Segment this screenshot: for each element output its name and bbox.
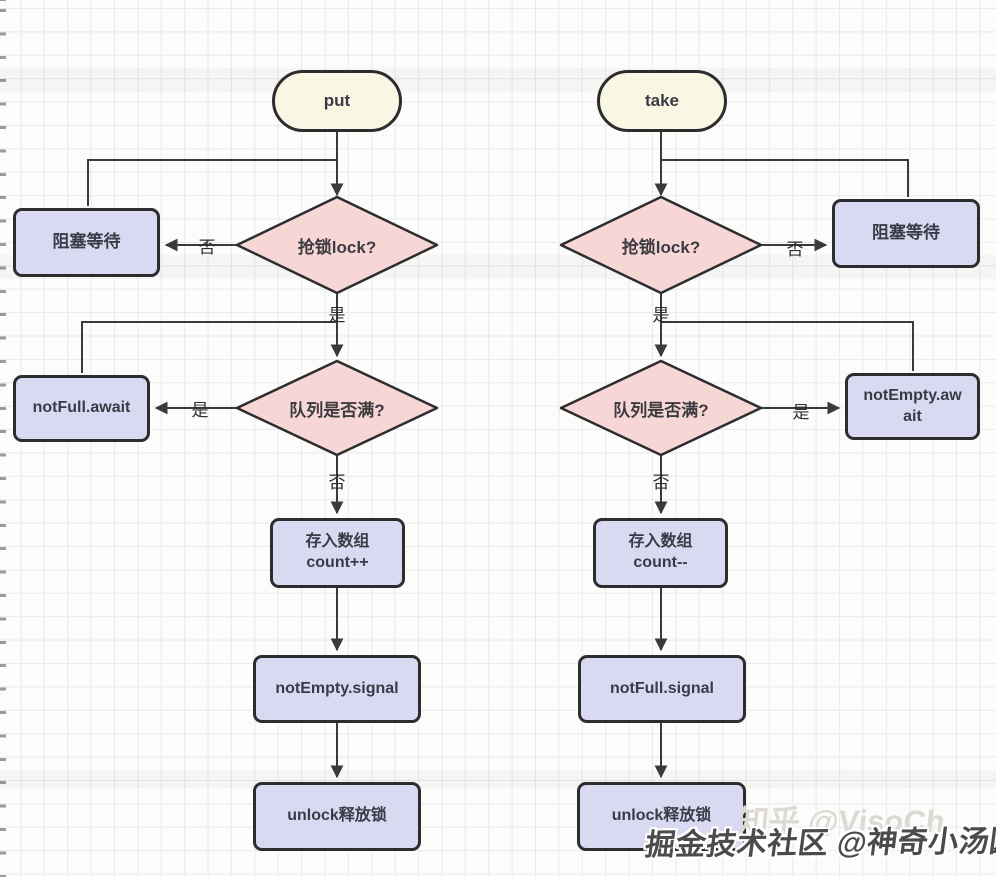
process-node-put-unlock-label: unlock释放锁	[287, 807, 387, 825]
decision-label-take-lock: 抢锁lock?	[621, 237, 701, 257]
decision-diamond-take-lock	[559, 195, 763, 295]
process-node-take-unlock: unlock释放锁	[577, 782, 746, 851]
process-node-take-await: notEmpty.await	[845, 373, 980, 440]
process-node-put-await-label: notFull.await	[32, 399, 131, 417]
edge-label-put-lock-yes: 是	[328, 305, 346, 325]
process-node-take-signal: notFull.signal	[578, 655, 746, 723]
edge-take-await-loopback	[661, 321, 914, 371]
scan-band	[0, 770, 996, 788]
edge-label-put-lock-no: 否	[198, 237, 216, 257]
start-node-put-label: put	[323, 90, 351, 110]
process-node-put-block-wait: 阻塞等待	[13, 208, 160, 277]
process-node-put-await: notFull.await	[13, 375, 150, 442]
watermark-juejin: 掘金技术社区 @神奇小汤圆	[643, 825, 996, 862]
process-node-put-store: 存入数组 count++	[270, 518, 405, 588]
process-node-take-store: 存入数组 count--	[593, 518, 728, 588]
start-node-take-label: take	[644, 90, 680, 110]
edge-label-take-full-no: 否	[652, 472, 670, 492]
decision-diamond-put-lock	[235, 195, 439, 295]
start-node-put: put	[272, 70, 402, 132]
scan-band	[0, 255, 996, 279]
decision-label-put-lock: 抢锁lock?	[297, 237, 377, 257]
start-node-take: take	[597, 70, 727, 132]
scan-band	[0, 68, 996, 92]
process-node-take-store-line2: count--	[633, 554, 688, 571]
process-node-take-store-line1: 存入数组	[628, 533, 693, 551]
process-node-take-await-label: notEmpty.await	[863, 386, 962, 425]
decision-label-put-full: 队列是否满?	[289, 400, 385, 420]
process-node-put-signal: notEmpty.signal	[253, 655, 421, 723]
process-node-put-unlock: unlock释放锁	[253, 782, 421, 851]
decision-label-take-full: 队列是否满?	[613, 400, 709, 420]
process-node-put-block-wait-label: 阻塞等待	[52, 232, 121, 252]
process-node-put-store-line1: 存入数组	[305, 533, 370, 551]
edge-label-put-full-yes: 是	[191, 400, 209, 420]
process-node-put-store-line2: count++	[306, 554, 369, 571]
edge-take-wait-loopback	[661, 159, 909, 197]
process-node-take-unlock-label: unlock释放锁	[611, 807, 712, 825]
process-node-put-signal-label: notEmpty.signal	[275, 679, 399, 697]
process-node-take-block-wait-label: 阻塞等待	[872, 223, 940, 243]
decision-diamond-put-full	[235, 359, 439, 457]
process-node-take-block-wait: 阻塞等待	[832, 199, 980, 268]
edge-label-put-full-no: 否	[328, 472, 346, 492]
process-node-take-signal-label: notFull.signal	[610, 679, 714, 697]
decision-diamond-take-full	[559, 359, 763, 457]
edge-label-take-lock-yes: 是	[652, 305, 670, 325]
edge-label-take-lock-no: 否	[786, 239, 804, 259]
edge-put-wait-loopback	[87, 159, 337, 206]
left-edge-ticks	[0, 0, 6, 877]
edge-put-await-loopback	[81, 321, 337, 373]
edge-label-take-full-yes: 是	[792, 402, 810, 422]
